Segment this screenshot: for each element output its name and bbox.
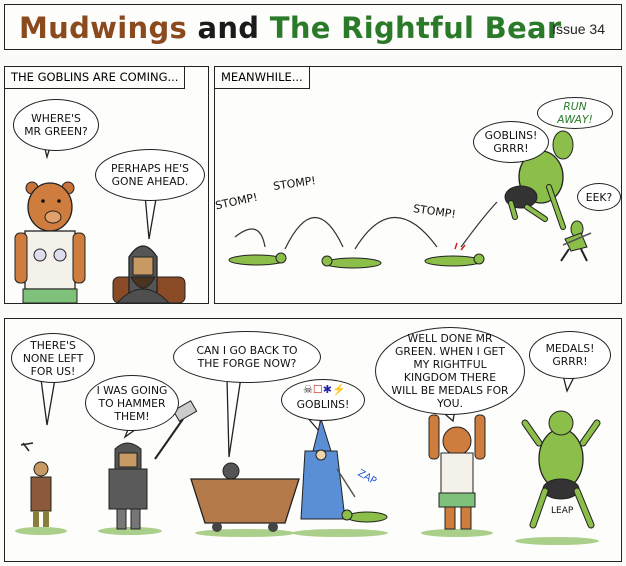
squashed-goblin-3	[424, 242, 485, 267]
panel-3: THERE'S NONE LEFT FOR US! I WAS GOING TO…	[4, 318, 622, 562]
squashed-goblin-2	[321, 255, 382, 269]
comic-title: Mudwings and The Rightful Bear	[19, 11, 562, 45]
speech-bubble-goblins-grrr: GOBLINS! GRRR!	[473, 121, 549, 163]
fleeing-goblin	[560, 220, 592, 262]
mr-green-leaping	[521, 410, 601, 529]
speech-bubble-well-done: WELL DONE MR GREEN. WHEN I GET MY RIGHTF…	[375, 327, 525, 415]
title-and: and	[187, 11, 270, 45]
small-dwarf	[20, 442, 52, 527]
blue-wizard	[300, 417, 356, 520]
panel-1-art	[14, 128, 186, 304]
speech-bubble-medals: MEDALS! GRRR!	[529, 331, 611, 379]
panel-2-caption: MEANWHILE...	[215, 67, 310, 89]
speech-bubble-eek: EEK?	[577, 183, 621, 211]
panel-2: MEANWHILE... STOMP! STOMP! STOMP! RUN AW…	[214, 66, 622, 304]
panel-3-art	[15, 374, 601, 545]
squashed-goblin-1	[228, 252, 287, 266]
title-banner: Mudwings and The Rightful Bear Issue 34	[4, 4, 622, 50]
speech-bubble-gone-ahead: PERHAPS HE'S GONE AHEAD.	[95, 149, 205, 201]
issue-number: Issue 34	[552, 21, 605, 37]
panel-2-art	[228, 130, 592, 269]
zapped-goblin	[341, 509, 388, 523]
speech-bubble-run-away: RUN AWAY!	[537, 97, 613, 129]
sfx-leap: LEAP	[551, 506, 574, 516]
panel-1-caption: THE GOBLINS ARE COMING...	[5, 67, 186, 89]
speech-bubble-hammer: I WAS GOING TO HAMMER THEM!	[85, 375, 179, 431]
speech-bubble-forge: CAN I GO BACK TO THE FORGE NOW?	[173, 331, 321, 383]
minecart	[190, 462, 300, 532]
dwarf-character	[112, 245, 186, 304]
title-mudwings: Mudwings	[19, 11, 188, 45]
bear-cheering	[428, 414, 486, 530]
title-rightful-bear: The Rightful Bear	[269, 11, 562, 45]
speech-bubble-wizard-goblins: GOBLINS!	[281, 379, 365, 421]
speech-bubble-wheres-mr-green: WHERE'S MR GREEN?	[13, 99, 99, 151]
hammer-dwarf	[108, 400, 198, 530]
speech-bubble-none-left: THERE'S NONE LEFT FOR US!	[11, 333, 95, 383]
bear-character	[14, 181, 86, 304]
panel-1: THE GOBLINS ARE COMING... WHERE'S MR GRE…	[4, 66, 209, 304]
cursing-symbols-icon: ☠☐✱⚡	[303, 384, 346, 396]
